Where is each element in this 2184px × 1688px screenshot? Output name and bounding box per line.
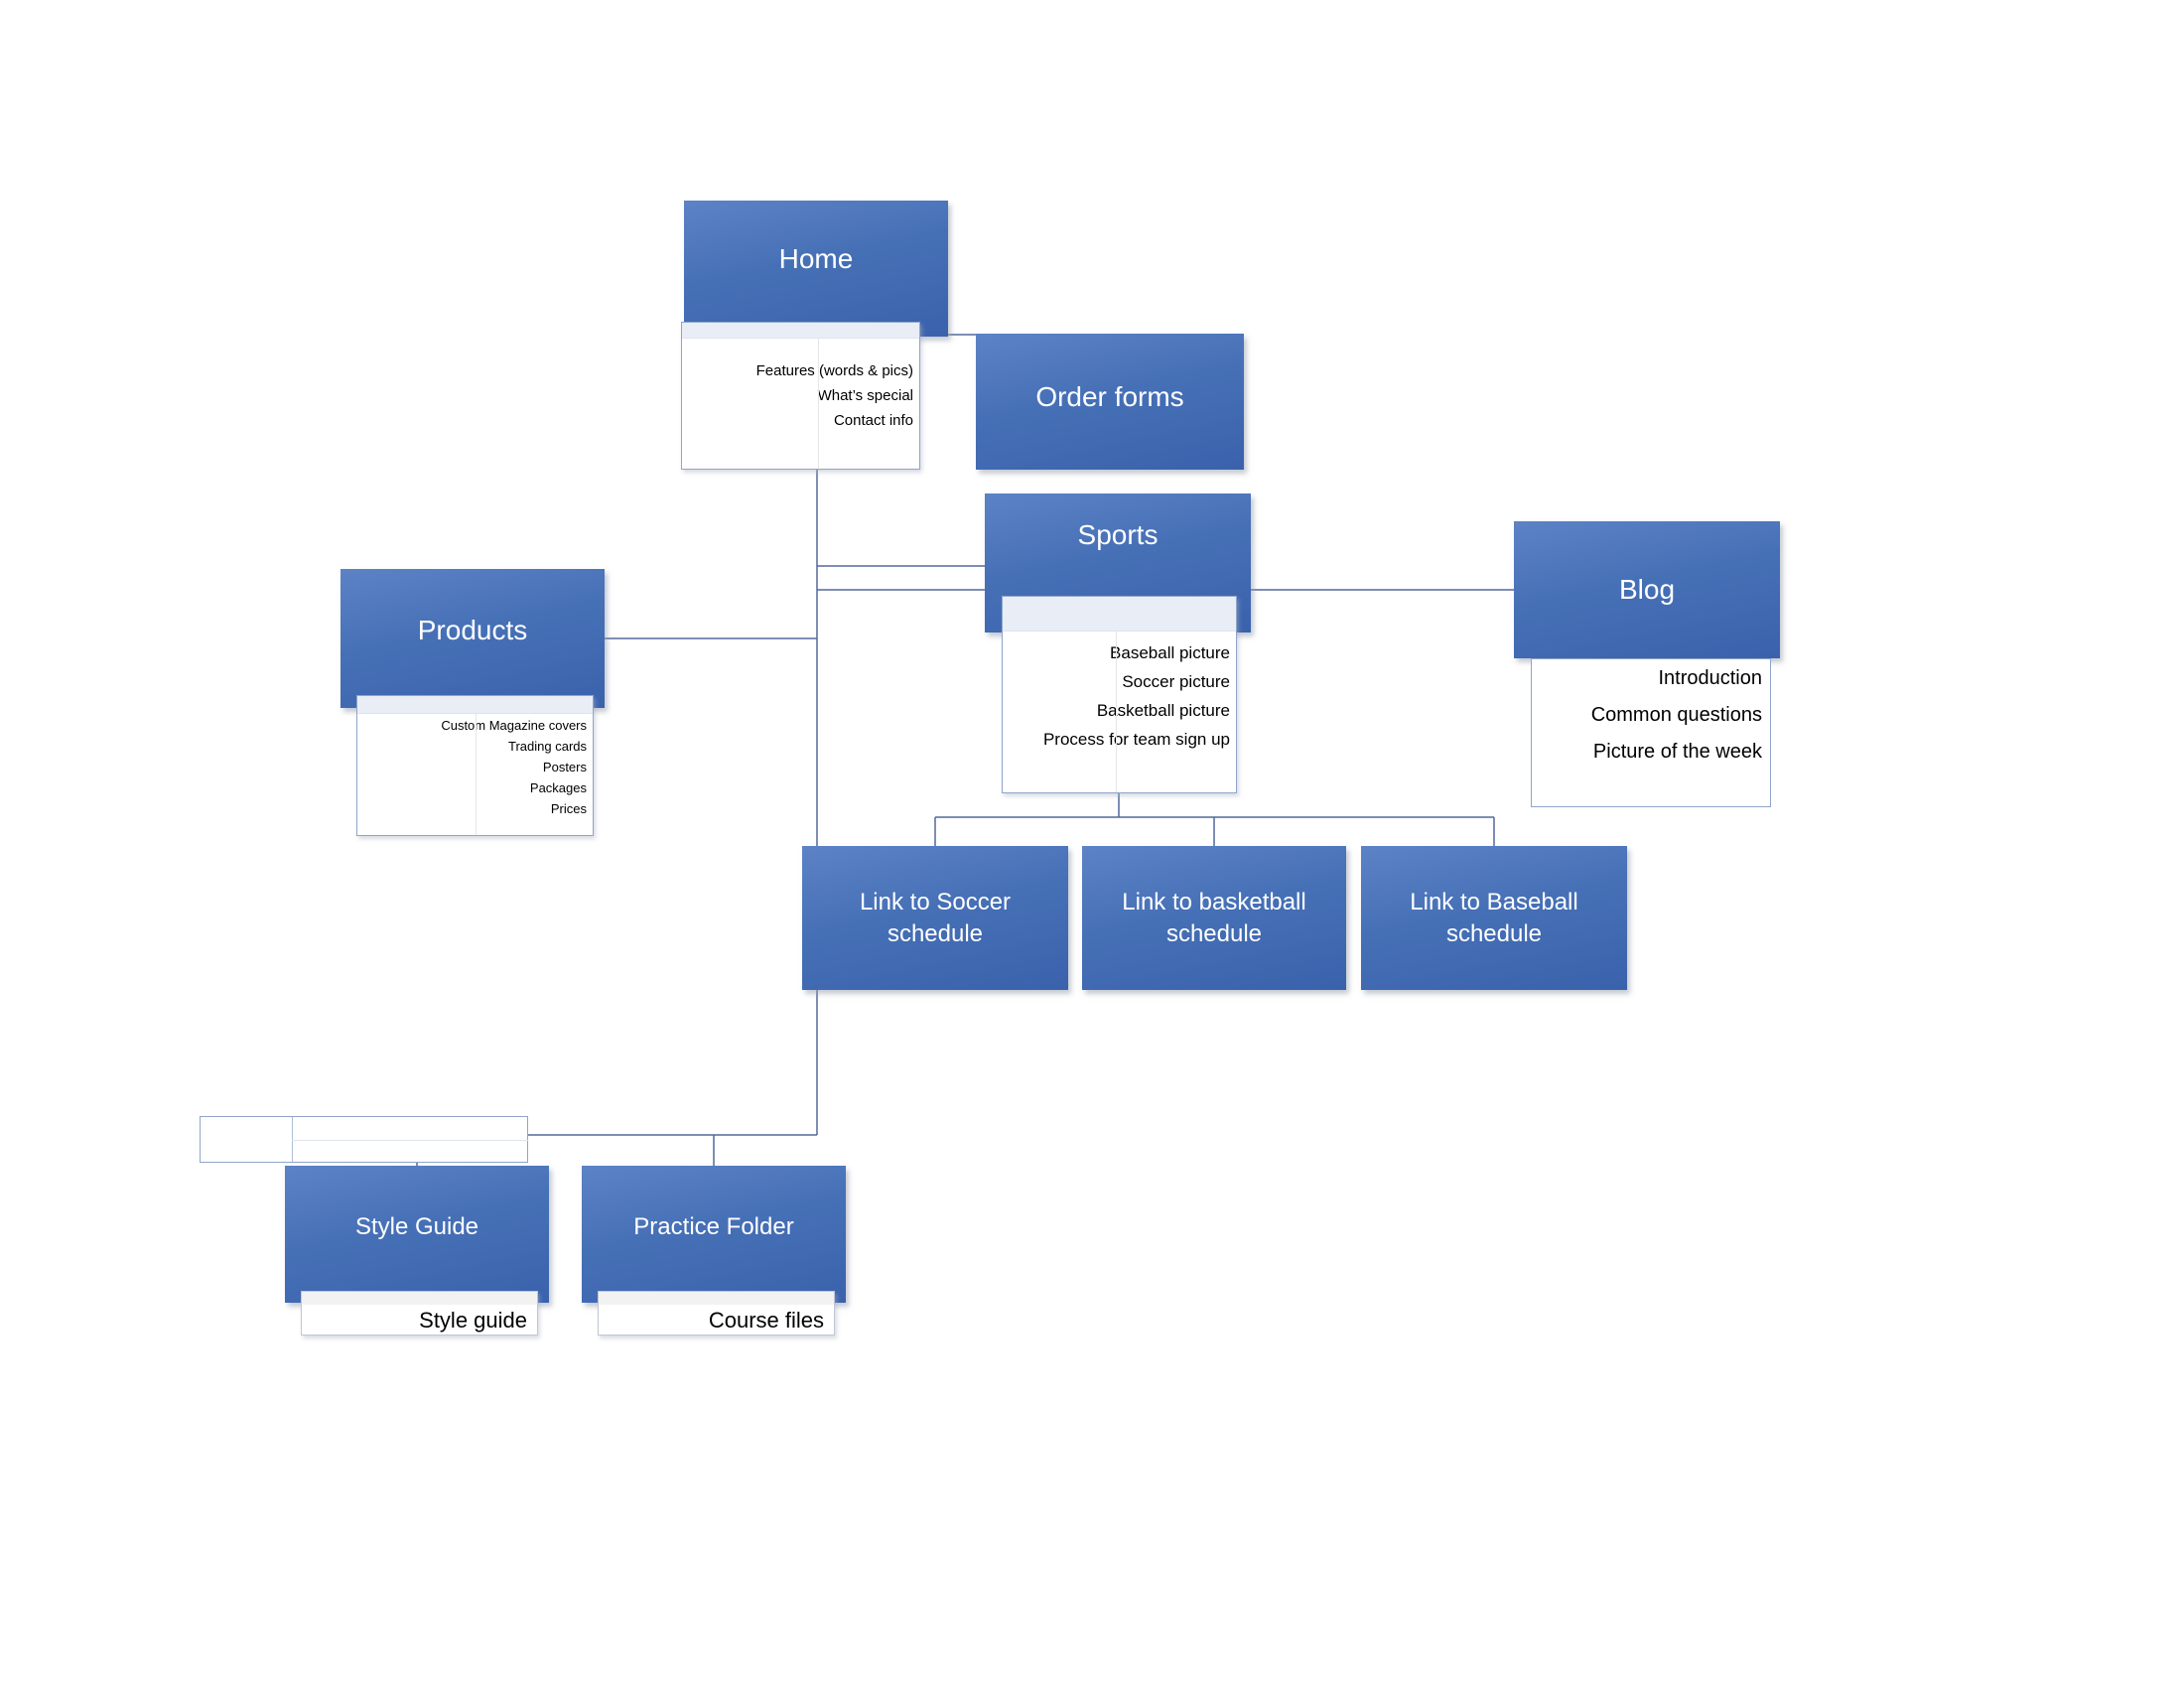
products-table-header-band (357, 696, 593, 714)
home-table-header-band (682, 323, 919, 339)
products-items-table[interactable]: Custom Magazine covers Trading cards Pos… (356, 695, 594, 836)
home-table-divider (818, 339, 819, 469)
node-link-soccer[interactable]: Link to Soccer schedule (802, 846, 1068, 990)
blog-list-item: Introduction (1658, 667, 1762, 689)
node-sports-title: Sports (1077, 519, 1159, 550)
blog-list-item: Common questions (1590, 704, 1762, 726)
node-link-baseball-title: Link to Baseball schedule (1410, 889, 1578, 947)
home-items-table[interactable]: Features (words & pics) What’s special C… (681, 322, 920, 470)
sports-list-item: Baseball picture (1110, 643, 1230, 662)
sports-list-item: Basketball picture (1096, 701, 1230, 720)
style-guide-subband[interactable]: Style guide (301, 1291, 538, 1336)
empty-placeholder-table[interactable] (200, 1116, 528, 1163)
node-practice-folder-title: Practice Folder (633, 1213, 794, 1241)
node-home[interactable]: Home (684, 201, 948, 337)
products-list-item: Custom Magazine covers (441, 718, 587, 733)
node-link-basketball-title: Link to basketball schedule (1122, 889, 1306, 947)
home-list-item: Contact info (833, 412, 913, 429)
node-order-forms-title: Order forms (1035, 380, 1184, 412)
sports-list-item: Process for team sign up (1042, 730, 1230, 749)
node-practice-folder[interactable]: Practice Folder (582, 1166, 846, 1303)
products-list-item: Packages (529, 780, 587, 795)
sports-table-divider (1116, 632, 1117, 792)
node-style-guide[interactable]: Style Guide (285, 1166, 549, 1303)
home-list-item: What’s special (817, 387, 913, 404)
node-products[interactable]: Products (341, 569, 605, 708)
node-home-title: Home (778, 242, 854, 274)
node-link-baseball[interactable]: Link to Baseball schedule (1361, 846, 1627, 990)
style-guide-subband-header (302, 1292, 537, 1305)
node-blog-title: Blog (1618, 574, 1676, 605)
node-link-soccer-title: Link to Soccer schedule (859, 889, 1012, 947)
sports-items-table[interactable]: Baseball picture Soccer picture Basketba… (1002, 596, 1237, 793)
blog-list-item: Picture of the week (1592, 741, 1762, 763)
products-list-item: Trading cards (508, 739, 587, 754)
node-products-title: Products (417, 615, 528, 645)
home-list-item: Features (words & pics) (755, 362, 913, 379)
products-list-item: Prices (550, 801, 587, 816)
products-table-divider (476, 714, 477, 835)
practice-folder-subband-header (599, 1292, 834, 1305)
empty-table-divider (292, 1117, 293, 1162)
practice-folder-sub-label: Course files (708, 1308, 824, 1333)
sports-list-item: Soccer picture (1122, 672, 1230, 691)
products-list-item: Posters (542, 760, 587, 774)
node-style-guide-title: Style Guide (354, 1213, 479, 1241)
style-guide-sub-label: Style guide (419, 1308, 527, 1333)
practice-folder-subband[interactable]: Course files (598, 1291, 835, 1336)
sports-table-header-band (1003, 597, 1236, 632)
blog-items-table[interactable]: Introduction Common questions Picture of… (1531, 658, 1771, 807)
node-order-forms[interactable]: Order forms (976, 334, 1244, 470)
empty-table-row-divider (292, 1140, 528, 1141)
node-link-basketball[interactable]: Link to basketball schedule (1082, 846, 1346, 990)
node-blog[interactable]: Blog (1514, 521, 1780, 658)
